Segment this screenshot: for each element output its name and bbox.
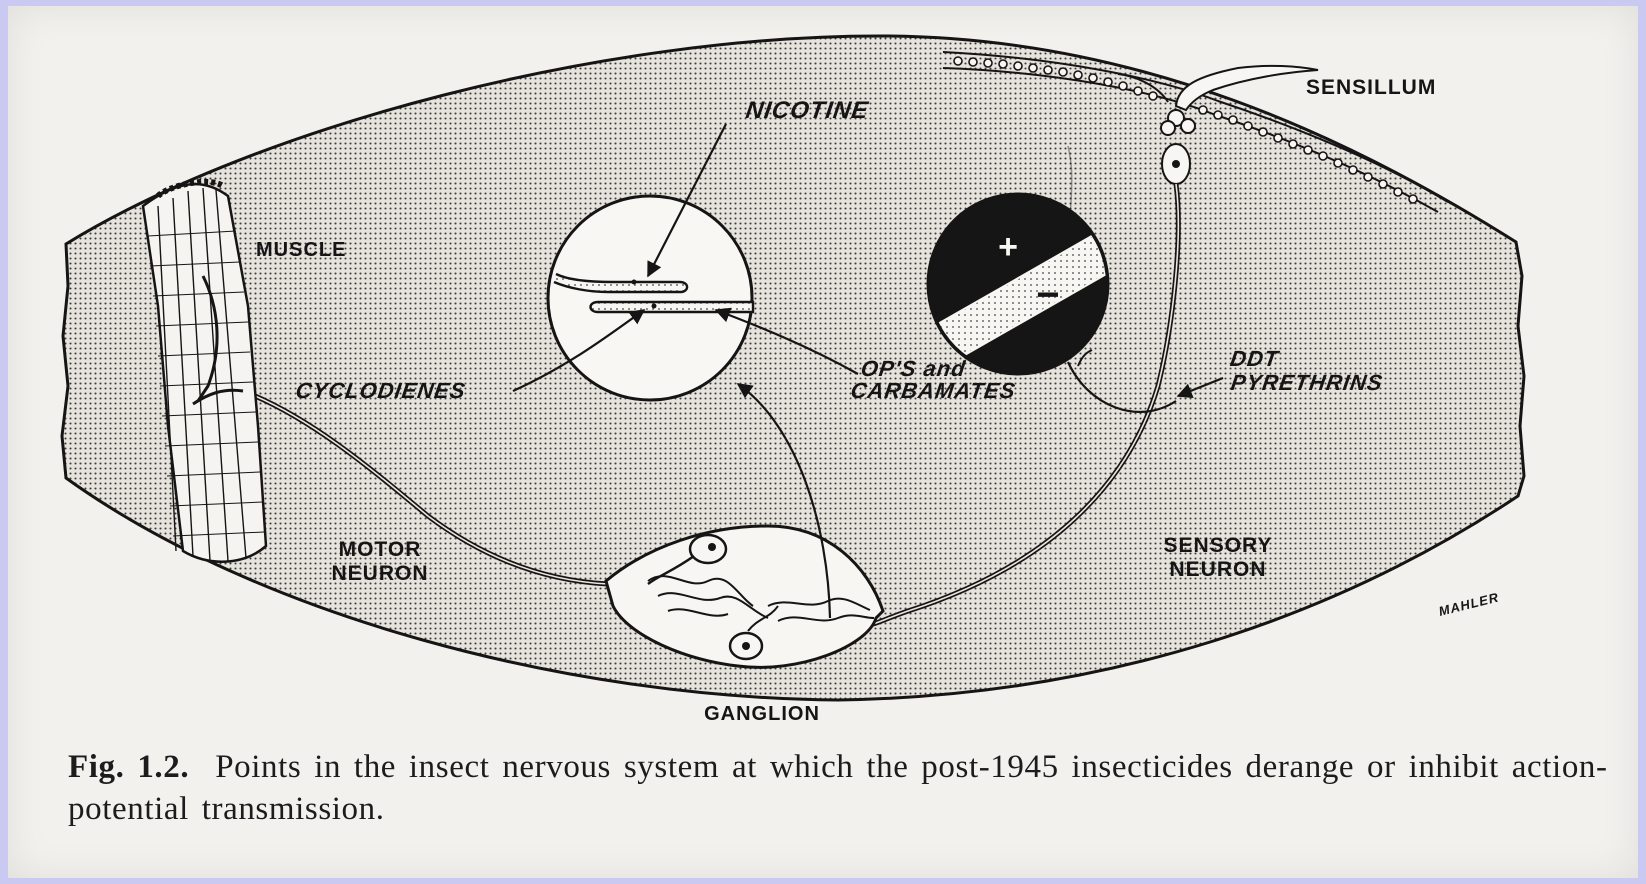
label-ddt-line2: PYRETHRINS	[1229, 370, 1384, 395]
label-motor-line1: MOTOR	[339, 538, 422, 561]
caption-number: Fig. 1.2.	[68, 749, 189, 785]
label-sensillum: SENSILLUM	[1306, 76, 1436, 99]
label-ganglion: GANGLION	[704, 703, 820, 725]
label-motor-line2: NEURON	[331, 562, 428, 585]
artist-signature: MAHLER	[1437, 589, 1500, 618]
negative-charge-symbol: −	[1036, 273, 1059, 317]
label-cyclodienes: CYCLODIENES	[294, 378, 467, 403]
positive-charge-symbol: +	[998, 228, 1018, 266]
figure-caption: Fig. 1.2.Points in the insect nervous sy…	[68, 746, 1608, 830]
caption-text: Points in the insect nervous system at w…	[68, 749, 1608, 827]
label-sensory-line2: NEURON	[1169, 558, 1266, 581]
book-page: + − NICOTINE MUSCLE SENSILLUM CYCLODIENE…	[8, 6, 1638, 878]
label-ddt-line1: DDT	[1229, 346, 1282, 371]
synapse-magnification	[548, 196, 753, 400]
label-ops-line2: CARBAMATES	[849, 378, 1017, 403]
label-nicotine: NICOTINE	[744, 97, 870, 124]
label-sensory-line1: SENSORY	[1164, 534, 1273, 557]
label-muscle: MUSCLE	[256, 239, 346, 261]
